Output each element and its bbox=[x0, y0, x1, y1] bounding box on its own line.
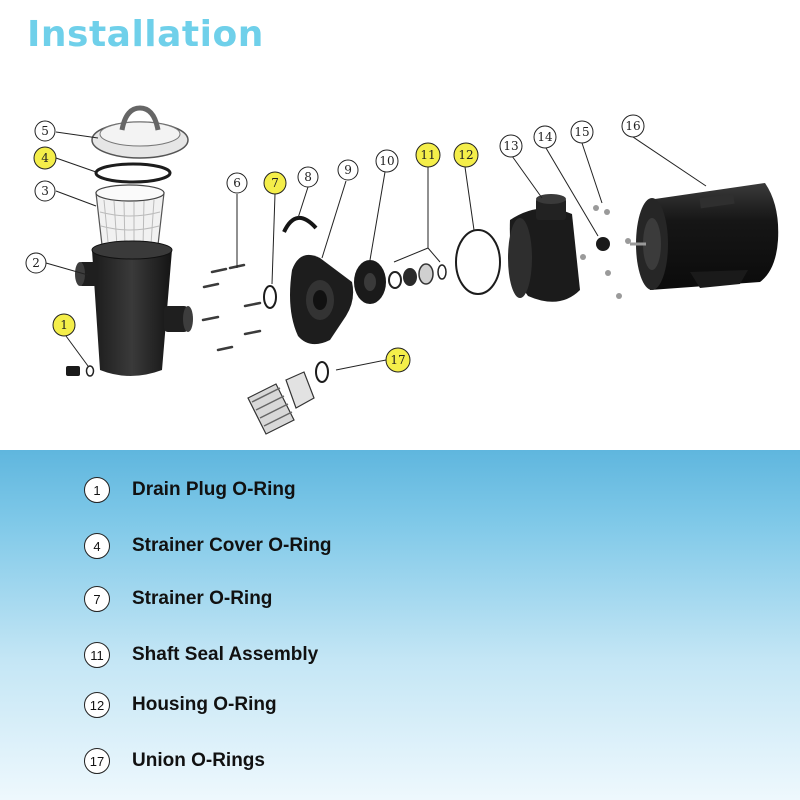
callout-13: 13 bbox=[499, 134, 523, 158]
callout-number: 2 bbox=[32, 256, 40, 270]
leader-lines bbox=[45, 131, 707, 371]
callout-1: 1 bbox=[52, 313, 76, 337]
nuts-part bbox=[580, 205, 631, 299]
callout-number: 17 bbox=[390, 353, 405, 367]
legend-item: 12 Housing O-Ring bbox=[84, 690, 277, 720]
callout-12: 12 bbox=[453, 142, 479, 168]
seal-plate-part bbox=[290, 254, 354, 345]
screws-part bbox=[201, 263, 262, 352]
callout-17: 17 bbox=[385, 347, 411, 373]
union-part bbox=[247, 361, 329, 435]
callout-4: 4 bbox=[33, 146, 57, 170]
callout-14: 14 bbox=[533, 125, 557, 149]
legend-number-badge: 1 bbox=[84, 477, 110, 503]
page-title: Installation bbox=[27, 14, 264, 55]
legend-label: Drain Plug O-Ring bbox=[132, 479, 296, 500]
callout-16: 16 bbox=[621, 114, 645, 138]
callout-5: 5 bbox=[34, 120, 56, 142]
callout-number: 14 bbox=[537, 130, 553, 144]
cover-o-ring-part bbox=[94, 162, 172, 184]
callout-11: 11 bbox=[415, 142, 441, 168]
legend-item: 7 Strainer O-Ring bbox=[84, 584, 272, 614]
drain-plug-part bbox=[66, 365, 95, 377]
legend-number-badge: 7 bbox=[84, 586, 110, 612]
strainer-o-ring-part bbox=[263, 285, 277, 309]
strainer-housing-part bbox=[75, 240, 193, 376]
legend-item: 17 Union O-Rings bbox=[84, 746, 265, 776]
callout-number: 3 bbox=[41, 184, 49, 198]
legend-label: Shaft Seal Assembly bbox=[132, 644, 319, 665]
legend-label: Strainer O-Ring bbox=[132, 588, 273, 609]
shaft-seal-part bbox=[388, 263, 447, 289]
callout-number: 13 bbox=[503, 139, 518, 153]
callout-number: 4 bbox=[41, 151, 49, 165]
callout-number: 16 bbox=[625, 119, 640, 133]
legend-number-badge: 11 bbox=[84, 642, 110, 668]
retaining-clip-part bbox=[282, 216, 318, 233]
motor-part bbox=[630, 183, 779, 290]
exploded-pump-diagram: 5 4 3 2 1 6 7 8 9 10 11 12 13 14 15 16 1… bbox=[25, 105, 779, 435]
callout-8: 8 bbox=[297, 166, 319, 188]
callout-number: 8 bbox=[304, 170, 312, 184]
callout-7: 7 bbox=[263, 171, 287, 195]
legend-label: Strainer Cover O-Ring bbox=[132, 535, 332, 556]
legend-item: 11 Shaft Seal Assembly bbox=[84, 640, 318, 670]
legend-number-badge: 17 bbox=[84, 748, 110, 774]
callout-number: 12 bbox=[458, 148, 473, 162]
callout-10: 10 bbox=[375, 149, 399, 173]
callout-number: 5 bbox=[41, 124, 49, 138]
legend-label: Union O-Rings bbox=[132, 750, 265, 771]
strainer-basket-part bbox=[95, 184, 165, 251]
callout-3: 3 bbox=[34, 180, 56, 202]
pump-housing-part bbox=[508, 194, 580, 302]
legend-number-badge: 4 bbox=[84, 533, 110, 559]
callout-number: 6 bbox=[233, 176, 241, 190]
impeller-part bbox=[354, 260, 386, 304]
legend-number-badge: 12 bbox=[84, 692, 110, 718]
callout-circle bbox=[34, 120, 56, 142]
washer-part bbox=[596, 237, 610, 251]
callout-number: 10 bbox=[379, 154, 394, 168]
legend-item: 4 Strainer Cover O-Ring bbox=[84, 531, 332, 561]
callout-number: 15 bbox=[574, 125, 589, 139]
legend-item: 1 Drain Plug O-Ring bbox=[84, 475, 296, 505]
callout-number: 9 bbox=[344, 163, 352, 177]
callout-number: 1 bbox=[60, 318, 68, 332]
legend-panel: 1 Drain Plug O-Ring 4 Strainer Cover O-R… bbox=[0, 450, 800, 800]
callout-9: 9 bbox=[337, 159, 359, 181]
callout-number: 7 bbox=[271, 176, 279, 190]
housing-o-ring-part bbox=[455, 229, 501, 295]
callout-number: 11 bbox=[420, 148, 435, 162]
callout-2: 2 bbox=[25, 252, 47, 274]
callout-6: 6 bbox=[226, 172, 248, 194]
legend-label: Housing O-Ring bbox=[132, 694, 277, 715]
callout-15: 15 bbox=[570, 120, 594, 144]
strainer-lid-part bbox=[91, 105, 189, 159]
